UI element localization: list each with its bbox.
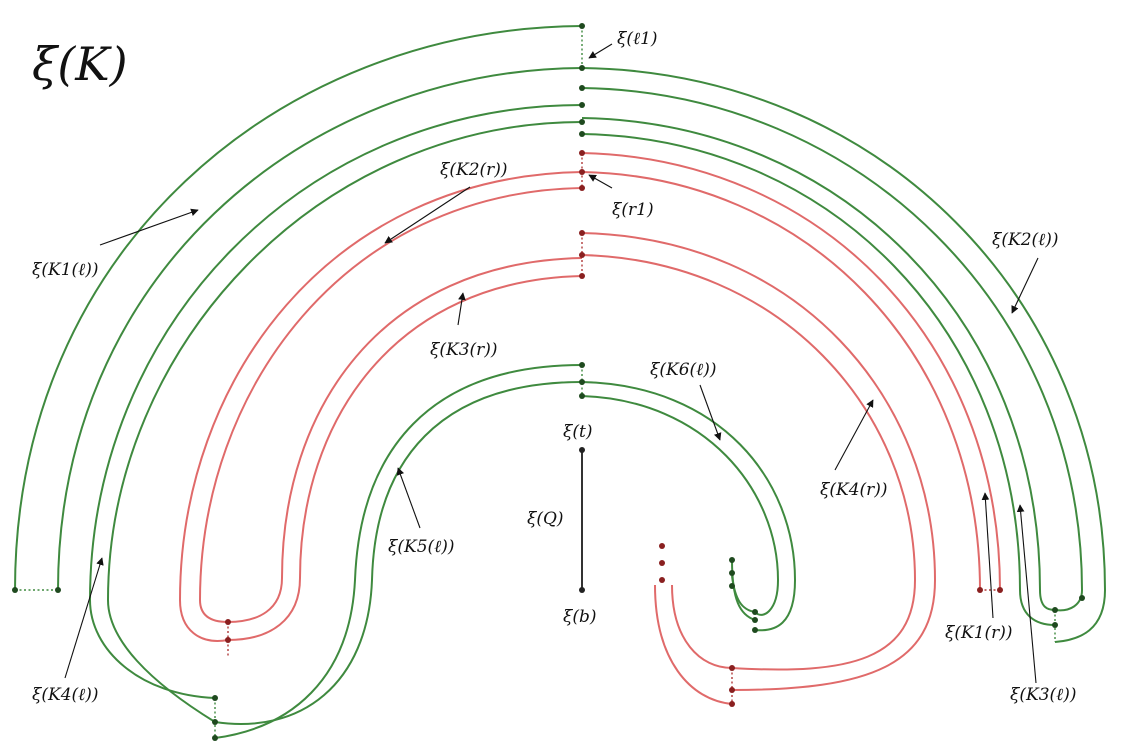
center-top-nodes: [579, 23, 585, 399]
annotation-arrows: [64, 43, 1039, 684]
label-K2r: ξ(K2(r)): [440, 160, 508, 180]
arc-K3-l: [581, 117, 1085, 642]
label-r1: ξ(r1): [612, 200, 654, 220]
arc-K2-l: [581, 67, 1107, 643]
arc-K2-r: [178, 171, 583, 642]
label-b: ξ(b): [563, 607, 597, 627]
arc-K3-r: [225, 257, 583, 656]
arc-K4-l: [88, 104, 583, 723]
segment-Q: [579, 447, 585, 593]
label-K3r: ξ(K3(r)): [430, 340, 498, 360]
center-red-nodes: [579, 150, 585, 279]
diagram-title: ξ(K): [32, 37, 128, 91]
label-K4l: ξ(K4(ℓ)): [32, 685, 99, 705]
arc-K6-l: [581, 381, 797, 633]
label-K1l: ξ(K1(ℓ)): [32, 260, 99, 280]
label-K3l: ξ(K3(ℓ)): [1010, 685, 1077, 705]
arc-K1-r: [581, 152, 1003, 593]
label-K1r: ξ(K1(r)): [945, 623, 1013, 643]
label-K4r: ξ(K4(r)): [820, 480, 888, 500]
label-l1: ξ(ℓ1): [617, 29, 658, 49]
arc-K4-r: [581, 232, 937, 707]
label-K6l: ξ(K6(ℓ)): [650, 360, 717, 380]
arc-K5-l: [212, 364, 583, 741]
label-t: ξ(t): [563, 422, 592, 442]
label-K2l: ξ(K2(ℓ)): [992, 230, 1059, 250]
label-Q: ξ(Q): [527, 509, 564, 529]
arc-K1-l: [12, 25, 583, 593]
labels: ξ(ℓ1) ξ(r1) ξ(K2(r)) ξ(K1(ℓ)) ξ(K2(ℓ)) ξ…: [32, 29, 1077, 705]
label-K5l: ξ(K5(ℓ)): [388, 537, 455, 557]
